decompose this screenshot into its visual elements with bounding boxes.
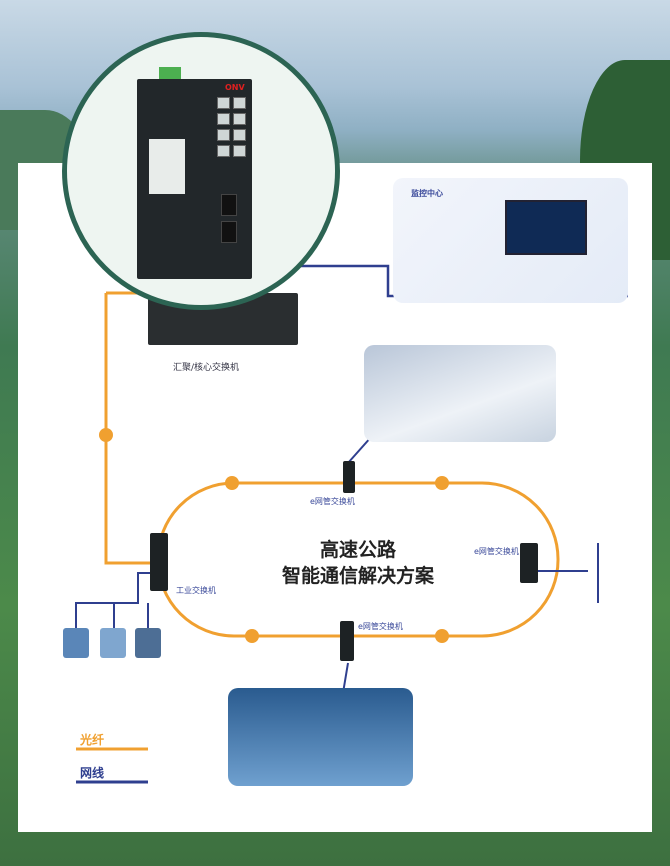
core-switch-label: 汇聚/核心交换机 — [173, 363, 240, 373]
rj45-port — [233, 97, 246, 109]
solution-title: 高速公路 智能通信解决方案 — [258, 537, 458, 589]
legend-cable: 网线 — [80, 766, 105, 780]
switch-top-label: e网管交换机 — [310, 497, 355, 506]
monitor-center-box: 监控中心 — [393, 178, 628, 303]
camera-icon — [63, 628, 89, 658]
rj45-port — [217, 145, 230, 157]
rj45-port — [233, 129, 246, 141]
product-label — [149, 139, 185, 194]
rj45-port — [217, 97, 230, 109]
switch-right-label: e网管交换机 — [474, 547, 519, 556]
switch-top — [343, 461, 355, 493]
monitor-center-title: 监控中心 — [411, 189, 443, 198]
terminal-block — [159, 67, 181, 81]
rj45-port — [217, 129, 230, 141]
fiber-connector-icons — [99, 428, 449, 643]
title-line2: 智能通信解决方案 — [281, 565, 434, 587]
rj45-port — [217, 113, 230, 125]
cable-left-devices — [75, 572, 158, 628]
product-circle: ONV — [62, 32, 340, 310]
dome-camera-icon — [100, 628, 126, 658]
industrial-switch-product: ONV — [137, 79, 252, 279]
switch-bottom-label: e网管交换机 — [358, 622, 403, 631]
fiber-uplink — [104, 293, 158, 565]
camera-pole-photo — [228, 688, 413, 786]
traffic-light-photo — [364, 345, 556, 442]
product-brand: ONV — [225, 83, 245, 92]
sfp-port — [221, 194, 237, 216]
title-line1: 高速公路 — [319, 539, 396, 561]
switch-left-label: 工业交换机 — [176, 586, 216, 595]
rj45-port — [233, 145, 246, 157]
camera-icon — [135, 628, 161, 658]
video-wall — [505, 200, 587, 255]
switch-right — [520, 543, 538, 583]
switch-bottom — [340, 621, 354, 661]
switch-left — [150, 533, 168, 591]
sfp-port — [221, 221, 237, 243]
rj45-port — [233, 113, 246, 125]
legend-fiber: 光纤 — [80, 733, 105, 747]
